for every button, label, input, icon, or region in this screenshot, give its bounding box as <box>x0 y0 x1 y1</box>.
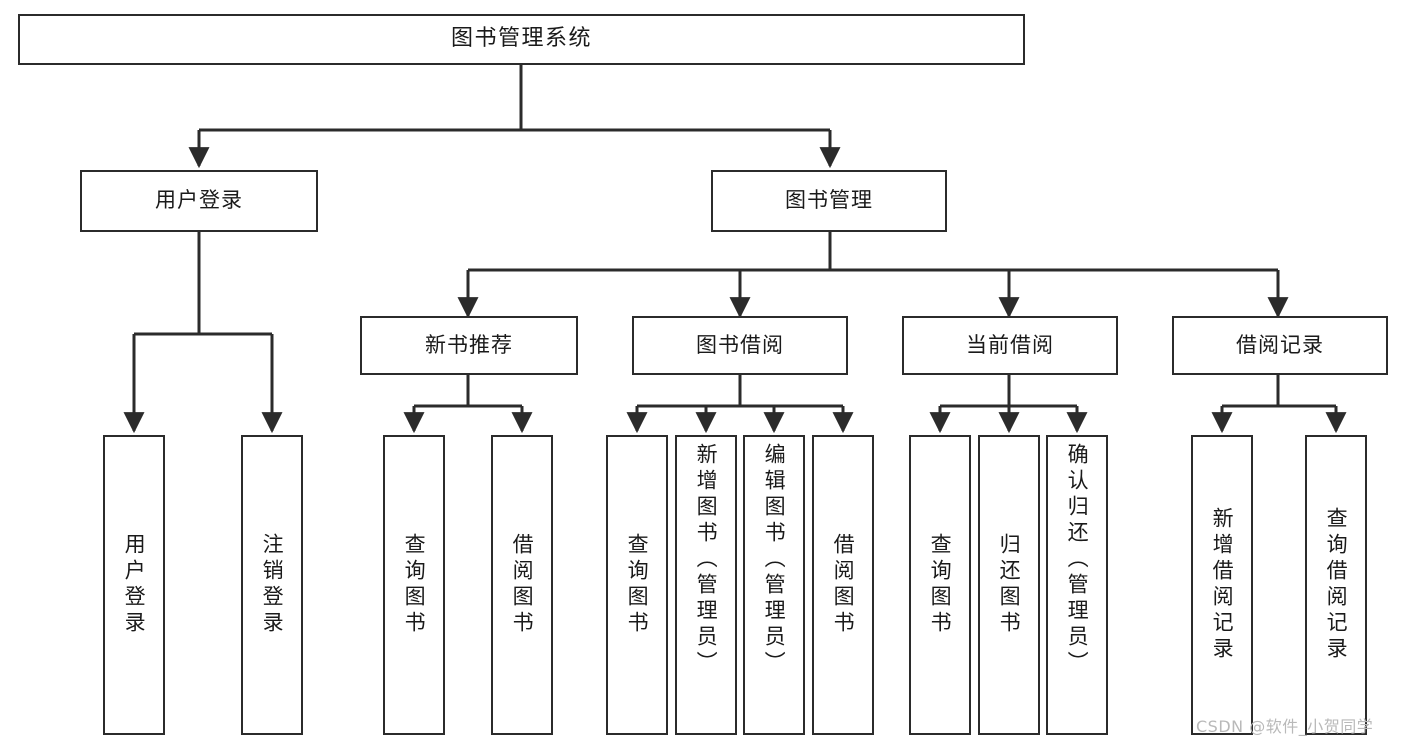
node-leaf-add-book[interactable]: 新增图书（管理员） <box>675 435 737 735</box>
node-book-borrow[interactable]: 图书借阅 <box>632 316 848 375</box>
node-leaf-borrow-book-2[interactable]: 借阅图书 <box>812 435 874 735</box>
node-label: 新增借阅记录 <box>1210 507 1235 663</box>
node-label: 新书推荐 <box>425 332 513 357</box>
node-leaf-query-book-2[interactable]: 查询图书 <box>606 435 668 735</box>
node-label: 注销登录 <box>260 533 285 637</box>
node-label: 查询图书 <box>625 533 650 637</box>
node-label: 查询图书 <box>402 533 427 637</box>
node-user-login[interactable]: 用户登录 <box>80 170 318 232</box>
node-label: 归还图书 <box>997 533 1022 637</box>
node-label: 编辑图书（管理员） <box>762 443 787 677</box>
node-leaf-query-book-1[interactable]: 查询图书 <box>383 435 445 735</box>
node-borrow-record[interactable]: 借阅记录 <box>1172 316 1388 375</box>
node-current-borrow[interactable]: 当前借阅 <box>902 316 1118 375</box>
node-leaf-user-login[interactable]: 用户登录 <box>103 435 165 735</box>
csdn-watermark: CSDN @软件_小贺同学 <box>1196 717 1374 736</box>
node-label: 用户登录 <box>122 533 147 637</box>
node-leaf-confirm-return[interactable]: 确认归还（管理员） <box>1046 435 1108 735</box>
node-leaf-query-borrow-record[interactable]: 查询借阅记录 <box>1305 435 1367 735</box>
node-label: 借阅记录 <box>1236 332 1324 357</box>
node-label: 图书借阅 <box>696 332 784 357</box>
node-label: 查询图书 <box>928 533 953 637</box>
node-leaf-logout-login[interactable]: 注销登录 <box>241 435 303 735</box>
node-leaf-borrow-book-1[interactable]: 借阅图书 <box>491 435 553 735</box>
node-label: 借阅图书 <box>831 533 856 637</box>
node-label: 借阅图书 <box>510 533 535 637</box>
node-label: 确认归还（管理员） <box>1065 443 1090 677</box>
node-leaf-return-book[interactable]: 归还图书 <box>978 435 1040 735</box>
node-leaf-edit-book[interactable]: 编辑图书（管理员） <box>743 435 805 735</box>
node-label: 新增图书（管理员） <box>694 443 719 677</box>
node-label: 查询借阅记录 <box>1324 507 1349 663</box>
node-label: 图书管理系统 <box>450 26 592 52</box>
node-label: 用户登录 <box>155 188 243 213</box>
node-leaf-query-book-3[interactable]: 查询图书 <box>909 435 971 735</box>
node-label: 当前借阅 <box>966 332 1054 357</box>
node-leaf-add-borrow-record[interactable]: 新增借阅记录 <box>1191 435 1253 735</box>
node-label: 图书管理 <box>785 188 873 213</box>
node-book-manage[interactable]: 图书管理 <box>711 170 947 232</box>
node-root-book-management-system[interactable]: 图书管理系统 <box>18 14 1025 65</box>
node-new-book-recommend[interactable]: 新书推荐 <box>360 316 578 375</box>
